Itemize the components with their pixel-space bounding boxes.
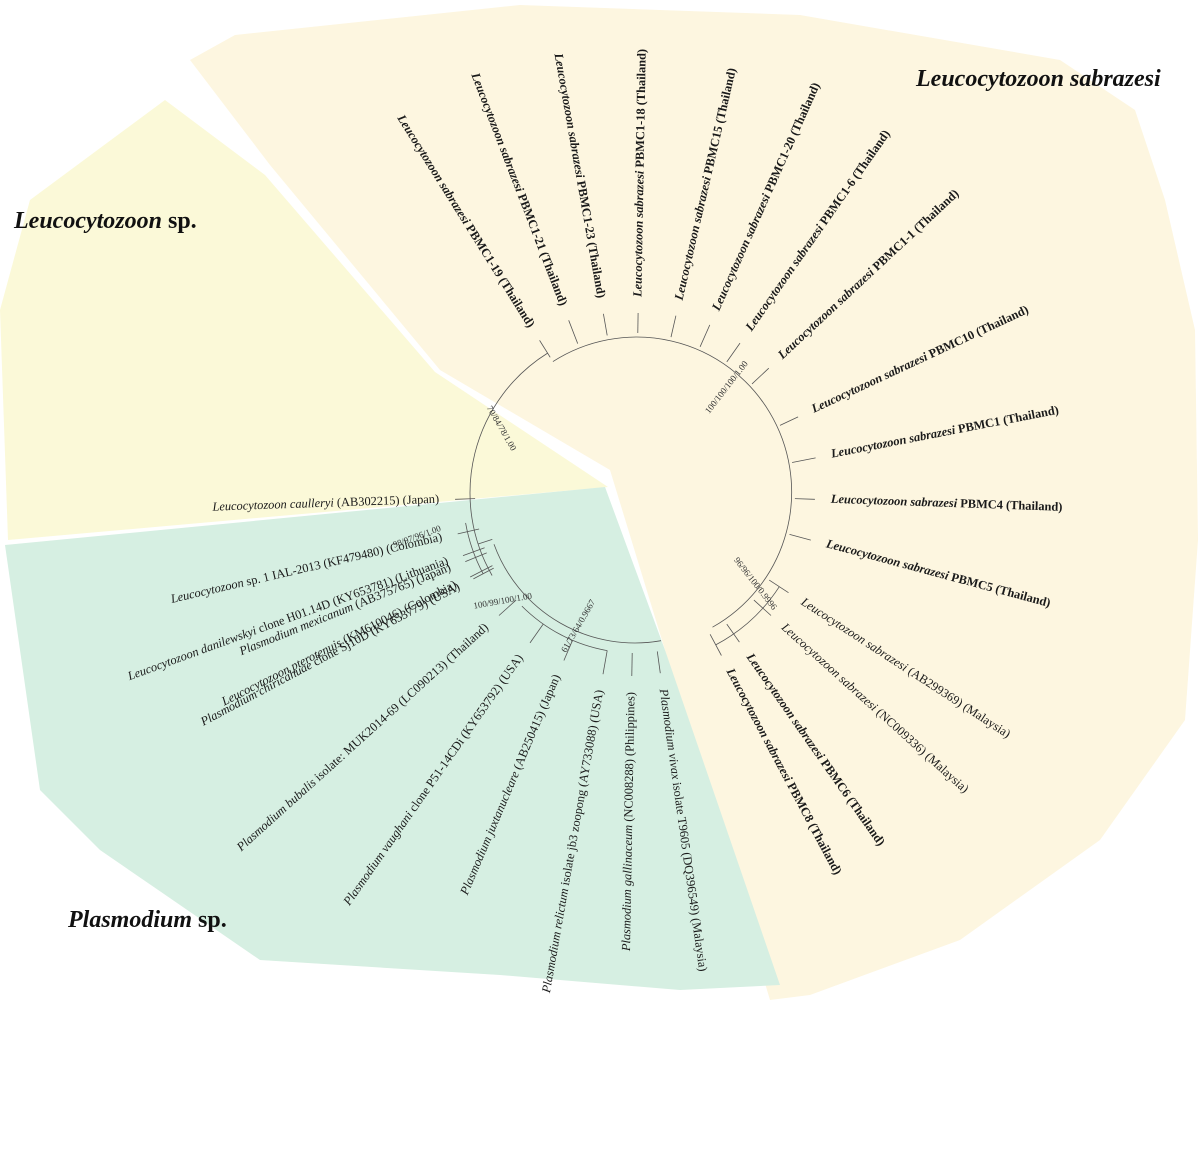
group-title-italic: Plasmodium [67,907,192,933]
clade-arc-plasmodium-subclade [521,605,608,651]
leaf-branch [455,498,476,500]
leaf-branch [473,567,494,580]
group-title-italic: Leucocytozoon [13,208,162,234]
leaf-branch [670,315,677,338]
leaf-detail: (AB302215) (Japan) [334,492,440,510]
leaf-species: Plasmodium gallinaceum [619,825,635,953]
group-title-plain: sp. [162,208,197,234]
leaf-species: Leucocytozoon sabrazesi [830,492,958,510]
group-title-italic: Leucocytozoon sabrazesi [915,66,1161,92]
leaf-species: Leucocytozoon sabrazesi [630,170,646,298]
leaf-branch [792,457,816,463]
leaf-branch [529,623,544,644]
leaf-branch [656,651,661,674]
leaf-branch [726,342,741,363]
group-title-plain: sp. [192,907,227,933]
leaf-branch [603,313,608,336]
leaf-branch [753,599,772,616]
leaf-branch [699,324,711,347]
leaf-branch [768,579,789,594]
leaf-branch [498,599,517,616]
leaf-detail: (NC008288) (Philippines) [621,692,637,825]
leaf-branch [779,416,799,426]
leaf-branch [751,367,770,385]
leaf-branch [726,623,740,643]
tree-branches [455,312,816,677]
clade-bg-plasmodium-sp [5,487,780,990]
leaf-species: Leucocytozoon caulleryi [211,495,334,513]
leaf-detail: PBMC4 (Thailand) [957,496,1063,514]
clade-arc-sabrazesi [552,336,793,628]
leaf-label: Plasmodium gallinaceum (NC008288) (Phili… [619,692,638,952]
clade-arc-leuco-sp [465,522,484,574]
clade-arc-leucocytozoon [469,352,548,576]
leaf-branch [470,565,493,578]
leaf-branch [794,498,815,500]
leaf-detail: PBMC1-18 (Thailand) [632,49,648,171]
leaf-branch [709,634,722,656]
leaf-label: Leucocytozoon sabrazesi PBMC1-18 (Thaila… [630,49,648,298]
group-title-plasmodium-sp: Plasmodium sp. [67,907,227,933]
leaf-branch [602,650,608,675]
clade-arc-plasmodium [493,544,662,644]
leaf-label: Leucocytozoon sabrazesi PBMC4 (Thailand) [830,492,1063,514]
leaf-branch [789,534,811,541]
clade-bg-leucocytozoon-sabrazesi [190,5,1198,1000]
clade-bg-leucocytozoon-sp [0,100,608,540]
leaf-branch [462,547,485,556]
root-branch [477,539,493,545]
group-title-leucocytozoon-sabrazesi: Leucocytozoon sabrazesi [915,66,1161,92]
leaf-branch [539,340,551,358]
leaf-branch [465,552,487,562]
clade-arc-sabrazesi-subclade [715,586,780,646]
leaf-label: Leucocytozoon caulleryi (AB302215) (Japa… [211,492,439,514]
group-title-leucocytozoon-sp: Leucocytozoon sp. [13,208,197,234]
leaf-branch [568,320,579,344]
leaf-branch [457,528,480,535]
leaf-branch [563,640,573,661]
